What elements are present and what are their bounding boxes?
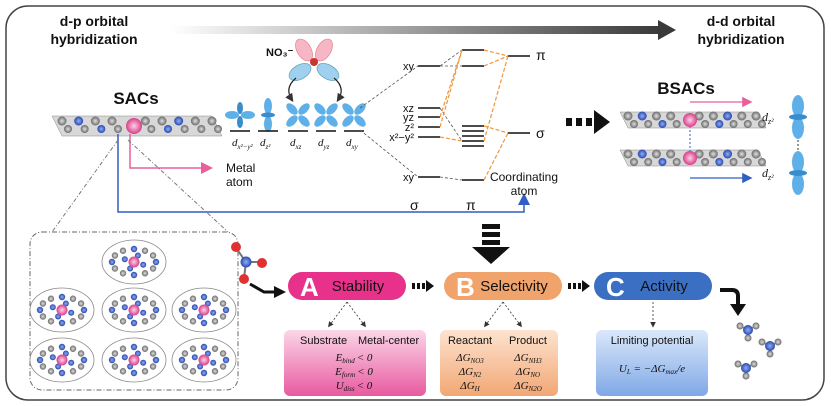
sel-reactant-1: ΔGN2: [458, 366, 482, 379]
step-a: A Stability: [288, 272, 434, 328]
metal-atom-label-2: atom: [226, 175, 253, 189]
d-orbital-1: dz²: [258, 98, 278, 151]
dz2-orbital-bottom: [789, 151, 807, 195]
d-orbital-2: dxz: [286, 103, 310, 151]
coord-atom-label-2: atom: [511, 184, 538, 198]
bsac-dz2-label-top: dz²: [762, 110, 774, 126]
zoom-line-right: [127, 139, 229, 233]
stab-udiss: Udiss< 0: [336, 380, 373, 393]
nh3-1: [758, 338, 782, 358]
metal-atom-label-1: Metal: [226, 161, 255, 175]
selectivity-box: [440, 330, 558, 396]
dd-hybrid-line2: hybridization: [697, 31, 784, 47]
metal-atom-arrow: [129, 134, 213, 174]
sacs-title: SACs: [113, 89, 158, 108]
structure-6: [171, 337, 237, 383]
no3-to-stability-arrow: [249, 282, 276, 294]
structure-4: [29, 337, 95, 383]
level-left-2: yz: [403, 112, 414, 124]
ligand-arrow-left: [285, 77, 297, 102]
d-label-3: dyz: [318, 137, 330, 151]
d-label-0: dx²−y²: [232, 137, 254, 151]
structure-5: [101, 337, 167, 383]
nh3-2: [734, 360, 758, 380]
d-orbital-0: dx²−y²: [225, 102, 255, 151]
bsac-bilayer: [619, 96, 767, 184]
act-header: Limiting potential: [611, 335, 694, 347]
structure-0: [101, 239, 167, 285]
structure-1: [29, 287, 95, 333]
dz2-orbital-top: [789, 95, 807, 139]
hybridization-arrow: [170, 20, 676, 40]
dp-hybrid-line2: hybridization: [50, 31, 137, 47]
d-label-1: dz²: [260, 137, 271, 151]
step-letter-1: B: [456, 272, 475, 302]
step-b: B Selectivity: [444, 272, 590, 328]
products-arrow-head: [730, 304, 746, 316]
d-label-2: dxz: [290, 137, 302, 151]
act-equation: UL = −ΔGmax/e: [619, 363, 685, 376]
step-letter-2: C: [606, 272, 625, 302]
activity-box: [596, 330, 708, 396]
step-letter-0: A: [300, 272, 319, 302]
sel-header-product: Product: [509, 335, 547, 347]
ligand-arrow-right: [333, 77, 345, 102]
sel-product-0: ΔGNH3: [513, 352, 542, 365]
d-orbital-3: dyz: [314, 103, 338, 151]
level-pi: π: [536, 47, 546, 63]
activity-to-products-arrow: [720, 288, 740, 306]
structure-2: [101, 287, 167, 333]
sel-product-2: ΔGN2O: [513, 380, 542, 393]
stab-ebind: Ebind< 0: [335, 352, 373, 365]
stab-eform: Eform< 0: [334, 366, 373, 379]
d-orbital-icons: dx²−y² dz² dxz dyz dxy: [225, 98, 366, 151]
structures-inset: [29, 231, 239, 391]
bottom-sigma: σ: [410, 197, 419, 213]
stab-header-substrate: Substrate: [300, 335, 347, 347]
structure-3: [171, 287, 237, 333]
zoom-line-left: [51, 139, 119, 233]
d-orbital-4: dxy: [342, 103, 366, 151]
step-c: C Activity: [594, 272, 712, 328]
bsac-dz2-label-bottom: dz²: [762, 166, 774, 182]
sel-reactant-0: ΔGNO3: [455, 352, 484, 365]
no3-label: NO₃⁻: [266, 47, 294, 59]
step-label-1: Selectivity: [480, 278, 548, 295]
sel-product-1: ΔGNO: [515, 366, 540, 379]
coord-atom-label-1: Coordinating: [490, 170, 558, 184]
nh3-0: [736, 322, 760, 342]
level-left-1: xz: [403, 103, 414, 115]
stab-header-metal: Metal-center: [358, 335, 419, 347]
dd-hybrid-line1: d-d orbital: [707, 13, 775, 29]
step-label-0: Stability: [332, 278, 385, 295]
no3-molecule: [231, 242, 267, 284]
d-label-4: dxy: [346, 137, 359, 151]
dp-hybrid-line1: d-p orbital: [60, 13, 128, 29]
sac-sheet: [51, 115, 223, 137]
level-sigma: σ: [536, 125, 545, 141]
no3-arrow-head: [274, 286, 286, 298]
level-left-0: xy: [403, 61, 415, 73]
level-left-3: z²: [405, 122, 415, 134]
step-label-2: Activity: [640, 278, 688, 295]
bottom-pi: π: [466, 197, 476, 213]
no3-orbital: [288, 38, 340, 81]
sel-header-reactant: Reactant: [448, 335, 492, 347]
sel-reactant-2: ΔGH: [459, 380, 480, 393]
outer-frame: [5, 5, 825, 401]
level-left-5: xy: [403, 172, 415, 184]
stability-box: [284, 330, 426, 396]
dashed-arrow-to-bsacs: [566, 110, 610, 134]
down-arrow: [472, 224, 510, 264]
sac-metal-atom: [126, 118, 142, 134]
level-left-4: x²−y²: [389, 132, 414, 144]
coordination-structures: [29, 239, 237, 383]
bsacs-title: BSACs: [657, 79, 715, 98]
nh3-products: [734, 322, 782, 380]
coordinating-atom-arrow: [117, 134, 530, 213]
